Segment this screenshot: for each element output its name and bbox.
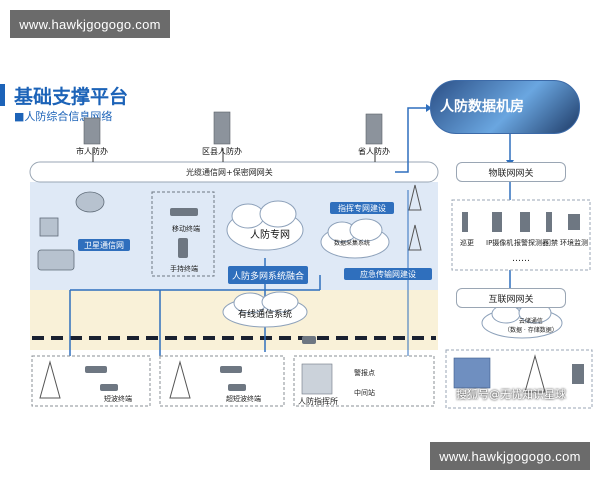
device-label-access: 门禁 bbox=[544, 239, 558, 247]
device-label-env: 环境监测 bbox=[560, 239, 588, 247]
right-cloud-label: 云储通信 （数据 · 存储数据） bbox=[504, 318, 558, 334]
cloud-right bbox=[481, 302, 563, 339]
fiber-bus-label: 光缆通信网+保密网网关 bbox=[186, 168, 273, 177]
wired-system-label: 有线通信系统 bbox=[238, 310, 293, 320]
emergency-net-label: 应急传输网建设 bbox=[344, 268, 432, 280]
device-label-ipcam: IP摄像机 bbox=[486, 239, 514, 247]
handheld-terminal-label: 手持终端 bbox=[170, 265, 198, 273]
cloud-data bbox=[320, 218, 390, 259]
cloud-wired bbox=[222, 291, 308, 328]
relay-station-label: 中间站 bbox=[354, 389, 375, 397]
command-net-label: 指挥专网建设 bbox=[330, 202, 394, 214]
satellite-dish-icon bbox=[37, 191, 105, 271]
ultrashort-label: 超短波终端 bbox=[226, 395, 261, 403]
data-cloud-label: 数据采集系统 bbox=[334, 240, 371, 247]
datacenter-label: 人防数据机房 bbox=[440, 99, 524, 115]
fiber-bus-outline bbox=[29, 161, 439, 183]
node-province-office: 省人防办 bbox=[358, 147, 390, 156]
edge-terminal-label: 移动终端 bbox=[172, 225, 200, 233]
iot-gateway: 物联网网关 bbox=[456, 162, 566, 182]
sohu-watermark: 搜狐号@无忧知识星球 bbox=[456, 388, 566, 401]
bottom-watermark: www.hawkjgogogo.com bbox=[430, 442, 590, 470]
alert-point-label: 警报点 bbox=[354, 369, 375, 377]
device-label-patrol: 巡更 bbox=[460, 239, 474, 247]
top-watermark: www.hawkjgogogo.com bbox=[10, 10, 170, 38]
node-city-office: 市人防办 bbox=[76, 147, 108, 156]
internet-gateway: 互联网网关 bbox=[456, 288, 566, 308]
satellite-net-label: 卫星通信网 bbox=[78, 239, 130, 251]
cloud-civil-defense bbox=[226, 200, 304, 251]
node-county-office: 区县人防办 bbox=[202, 147, 242, 156]
shortwave-label: 短波终端 bbox=[104, 395, 132, 403]
device-label-alarm: 报警探测器 bbox=[514, 239, 549, 247]
command-post-label: 人防指挥所 bbox=[298, 397, 338, 406]
title-bar-marker bbox=[0, 84, 5, 106]
device-ellipsis: …… bbox=[512, 254, 530, 264]
civil-defense-net-label: 人防专网 bbox=[250, 230, 290, 241]
multinet-fusion-box: 人防多网系统融合 bbox=[228, 266, 308, 284]
datacenter-image bbox=[430, 80, 580, 134]
page-title: 基础支撑平台 bbox=[14, 86, 129, 108]
